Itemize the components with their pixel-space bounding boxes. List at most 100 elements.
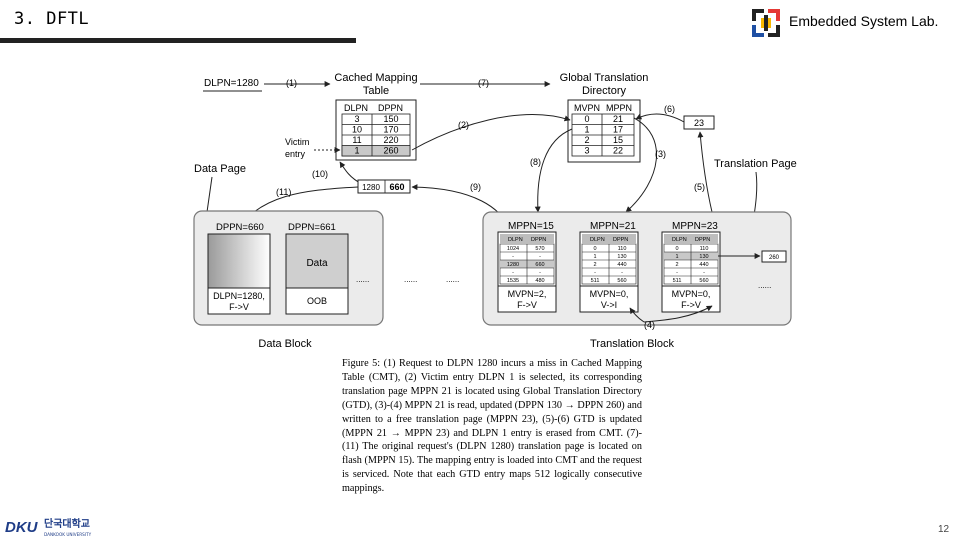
data-block-ellipsis: ...... (404, 275, 417, 284)
translation-cell: 570 (535, 246, 544, 252)
step-1: (1) (286, 78, 297, 88)
cmt-cell: 150 (383, 114, 398, 124)
data-page-661-oob (285, 287, 349, 315)
translation-page-footer: MVPN=0, (672, 289, 711, 299)
translation-cell: 1280 (507, 262, 519, 268)
gtd-header-mppn: MPPN (606, 103, 632, 113)
cmt-title-line1: Cached Mapping (334, 72, 417, 84)
gtd-header-mvpn: MVPN (574, 103, 600, 113)
translation-table-header: DLPN (508, 237, 523, 243)
gtd-title-line2: Directory (582, 85, 627, 97)
gtd-update-box (683, 115, 715, 130)
data-block-ellipsis: ...... (356, 275, 369, 284)
loaded-entry-lpn: 1280 (362, 183, 380, 192)
translation-cell: 2 (593, 262, 596, 268)
side-entry-box (761, 250, 787, 263)
cmt-victim-row (341, 145, 411, 157)
translation-cell: - (676, 270, 678, 276)
title-underline (0, 38, 356, 43)
step-11: (11) (276, 187, 291, 197)
step-2: (2) (458, 120, 469, 130)
translation-cell: 0 (593, 246, 596, 252)
gtd-cell: 21 (613, 114, 623, 124)
translation-cell: 660 (535, 262, 544, 268)
gtd-update-value: 23 (694, 118, 704, 128)
translation-cell: 1 (593, 254, 596, 260)
translation-page-label: Translation Page (714, 158, 797, 170)
translation-cell: 1 (675, 254, 678, 260)
cmt-cell: 170 (383, 125, 398, 135)
loaded-entry-box (357, 179, 411, 194)
arrow-step-2 (411, 114, 571, 151)
data-page-label: Data Page (194, 163, 246, 175)
caption-text: Figure 5: (1) Request to DLPN 1280 incur… (342, 358, 642, 495)
gtd-cell: 3 (584, 146, 589, 156)
translation-page-footer: F->V (517, 300, 537, 310)
arrow-step-5 (697, 131, 713, 213)
university-logo: DKU 단국대학교 DANKOOK UNIVERSITY (5, 517, 92, 537)
data-block-ellipsis: ...... (446, 275, 459, 284)
translation-cell: - (621, 270, 623, 276)
translation-cell: 1024 (507, 246, 519, 252)
translation-cell: 480 (535, 278, 544, 284)
gtd-cell: 17 (613, 125, 623, 135)
data-page-660-footer-line1: DLPN=1280, (213, 291, 265, 301)
translation-cell: - (594, 270, 596, 276)
arrow-step-3 (625, 117, 657, 213)
translation-cell: 560 (617, 278, 626, 284)
translation-page-header: MPPN=21 (590, 221, 636, 232)
translation-page-footer: V->I (601, 300, 617, 310)
gtd-cell: 1 (584, 125, 589, 135)
translation-cell: 440 (699, 262, 708, 268)
university-logo-subtitle: DANKOOK UNIVERSITY (44, 532, 92, 537)
cmt-cell: 11 (352, 135, 361, 145)
translation-cell: 130 (699, 254, 708, 260)
cmt-title-line2: Table (363, 85, 389, 97)
data-page-660-footer-line2: F->V (229, 302, 249, 312)
slide-title: 3. DFTL (14, 9, 90, 29)
translation-page-23: MPPN=23 DLPN DPPN 0 110 1 130 2 440 - - … (661, 221, 721, 313)
data-page-660 (207, 233, 271, 289)
translation-page-footer: MVPN=0, (590, 289, 629, 299)
university-logo-mark: DKU (5, 519, 39, 536)
step-4: (4) (644, 320, 655, 330)
translation-table-header: DPPN (613, 237, 628, 243)
step-9: (9) (470, 182, 481, 192)
translation-table-header: DLPN (590, 237, 605, 243)
translation-table-header: DLPN (672, 237, 687, 243)
lab-name: Embedded System Lab. (789, 13, 939, 29)
translation-page-15: MPPN=15 DLPN DPPN 1024 570 - - 1280 660 … (497, 221, 557, 313)
page-number: 12 (938, 524, 950, 535)
translation-cell: - (512, 270, 514, 276)
translation-cell: 511 (673, 278, 682, 284)
translation-page-header: MPPN=15 (508, 221, 554, 232)
translation-table-header: DPPN (695, 237, 710, 243)
translation-page-header: MPPN=23 (672, 221, 718, 232)
arrow-step-8 (534, 128, 573, 213)
gtd-title-line1: Global Translation (560, 72, 649, 84)
translation-page-footer: F->V (681, 300, 701, 310)
step-3: (3) (655, 149, 666, 159)
translation-cell: 1535 (507, 278, 519, 284)
translation-cell: 2 (675, 262, 678, 268)
translation-cell: - (512, 254, 514, 260)
arrow-step-4 (629, 307, 645, 323)
cmt-cell: 260 (383, 146, 398, 156)
cmt-cell: 220 (383, 135, 398, 145)
translation-cell: 0 (675, 246, 678, 252)
step-6: (6) (664, 104, 675, 114)
translation-block-ellipsis: ...... (758, 281, 771, 290)
translation-cell: 130 (617, 254, 626, 260)
data-page-661-header: DPPN=661 (288, 222, 336, 233)
translation-cell: 560 (699, 278, 708, 284)
gtd-cell: 15 (613, 135, 623, 145)
cmt-cell: 1 (354, 146, 359, 156)
translation-table-header: DPPN (531, 237, 546, 243)
data-page-660-oob (207, 287, 271, 315)
figure-caption: Figure 5: (1) Request to DLPN 1280 incur… (342, 357, 642, 496)
translation-cell: - (539, 254, 541, 260)
cmt-header-dppn: DPPN (378, 103, 403, 113)
gtd-cell: 2 (584, 135, 589, 145)
step-10: (10) (312, 169, 328, 179)
